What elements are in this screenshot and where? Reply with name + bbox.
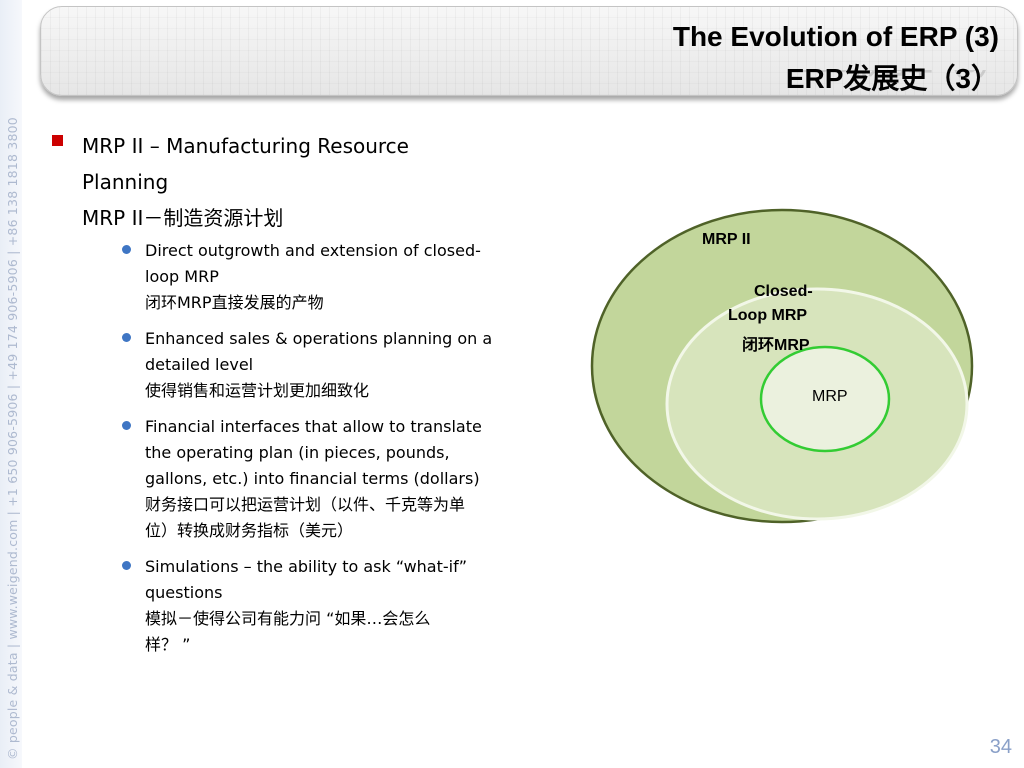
sub-bullet-item: Simulations – the ability to ask “what-i… [122,554,547,658]
contact-watermark: © people & data | www.weigend.com | +1 6… [5,117,20,760]
sub-bullet-line: Enhanced sales & operations planning on … [145,329,493,348]
sub-bullet-line: Direct outgrowth and extension of closed… [145,241,481,260]
mrp2-label: MRP II [702,231,751,248]
slide-title-chinese: ERP发展史（3） [785,63,999,94]
main-bullet-line: MRP II－制造资源计划 [82,206,284,230]
sub-bullet-line: gallons, etc.) into financial terms (dol… [145,469,480,488]
mrp-label: MRP [812,388,848,405]
sub-bullet-line: 使得销售和运营计划更加细致化 [145,381,370,400]
main-bullet-line: MRP II – Manufacturing Resource [82,134,409,158]
closed-loop-label-line1: Closed- [754,283,813,300]
sub-bullet-line: questions [145,583,223,602]
sub-bullet-item: Direct outgrowth and extension of closed… [122,238,547,316]
square-bullet-icon [52,135,63,146]
round-bullet-icon [122,245,131,254]
sub-bullet-line: 样？ ” [145,635,191,654]
round-bullet-icon [122,333,131,342]
sub-bullet-line: 闭环MRP直接发展的产物 [145,293,324,312]
sub-bullet-list: Direct outgrowth and extension of closed… [122,238,547,668]
slide-title-reflection: ERP发展史（3） [793,70,1006,84]
sub-bullet-line: 财务接口可以把运营计划（以件、千克等为单 [145,495,466,514]
page-number: 34 [989,736,1012,758]
sub-bullet-text: Direct outgrowth and extension of closed… [145,238,547,316]
nested-circles-diagram: MRP II Closed- Loop MRP 闭环MRP MRP [585,208,980,528]
main-bullet-line: Planning [82,170,169,194]
diagram-canvas [590,208,974,524]
sub-bullet-line: Simulations – the ability to ask “what-i… [145,557,468,576]
closed-loop-label-line2: Loop MRP [728,307,808,324]
title-bar: The Evolution of ERP (3) ERP发展史（3） [40,6,1018,96]
left-sidebar-strip: © people & data | www.weigend.com | +1 6… [0,0,22,768]
sub-bullet-line: loop MRP [145,267,219,286]
sub-bullet-text: Simulations – the ability to ask “what-i… [145,554,547,658]
main-bullet-text: MRP II – Manufacturing Resource Planning… [82,128,572,236]
round-bullet-icon [122,421,131,430]
sub-bullet-item: Financial interfaces that allow to trans… [122,414,547,544]
sub-bullet-text: Financial interfaces that allow to trans… [145,414,547,544]
mrp-inner-circle [759,345,891,453]
slide-title-english: The Evolution of ERP (3) [672,21,999,52]
sub-bullet-text: Enhanced sales & operations planning on … [145,326,547,404]
sub-bullet-item: Enhanced sales & operations planning on … [122,326,547,404]
sub-bullet-line: detailed level [145,355,254,374]
sub-bullet-line: Financial interfaces that allow to trans… [145,417,482,436]
sub-bullet-line: 位）转换成财务指标（美元） [145,521,354,540]
round-bullet-icon [122,561,131,570]
main-bullet: MRP II – Manufacturing Resource Planning… [52,128,572,236]
sub-bullet-line: the operating plan (in pieces, pounds, [145,443,450,462]
sub-bullet-line: 模拟－使得公司有能力问 “如果…会怎么 [145,609,431,628]
closed-loop-label-chinese: 闭环MRP [742,337,810,354]
